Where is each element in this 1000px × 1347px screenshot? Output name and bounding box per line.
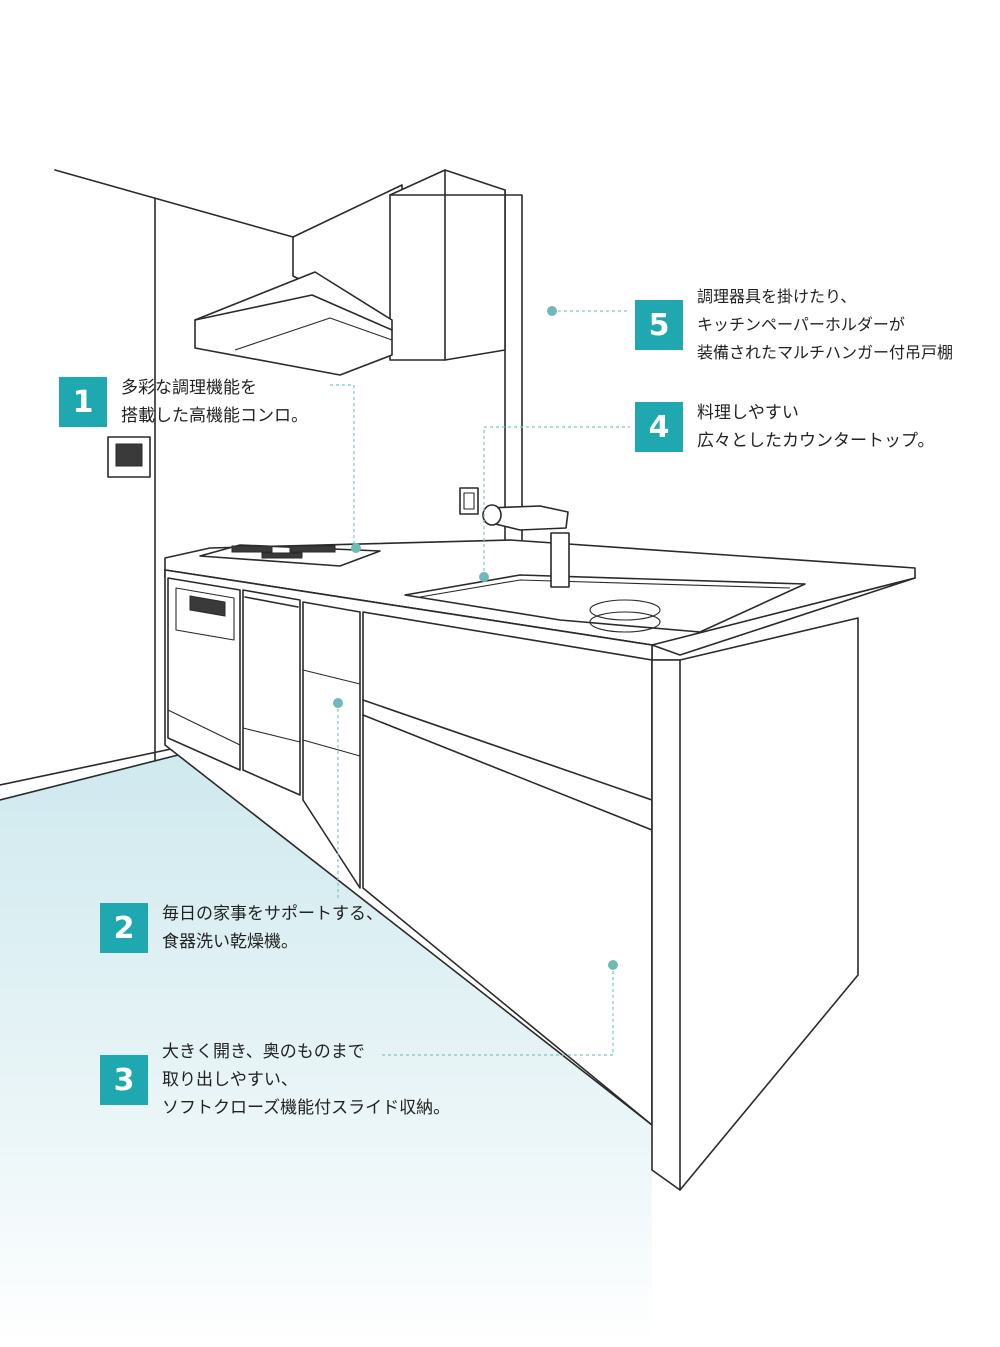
callout-line: 多彩な調理機能を xyxy=(121,378,257,398)
callout-text: 毎日の家事をサポートする、 食器洗い乾燥機。 xyxy=(162,900,383,956)
callout-line: 取り出しやすい、 xyxy=(162,1070,298,1090)
callout-number-badge: 4 xyxy=(635,402,683,452)
callout-line: キッチンペーパーホルダーが xyxy=(697,315,905,334)
callout-line: 大きく開き、奥のものまで xyxy=(162,1042,365,1062)
callout-number-badge: 2 xyxy=(100,903,148,953)
wall-control-panel xyxy=(107,436,151,478)
callout-1: 1 多彩な調理機能を 搭載した高機能コンロ。 xyxy=(59,374,308,430)
callout-4: 4 料理しやすい 広々としたカウンタートップ。 xyxy=(635,399,935,455)
range-hood xyxy=(194,169,506,376)
callout-text: 大きく開き、奥のものまで 取り出しやすい、 ソフトクローズ機能付スライド収納。 xyxy=(162,1038,450,1122)
callout-3: 3 大きく開き、奥のものまで 取り出しやすい、 ソフトクローズ機能付スライド収納… xyxy=(100,1038,450,1122)
floor-edge xyxy=(0,744,191,786)
callout-line: 広々としたカウンタートップ。 xyxy=(697,431,935,451)
sink xyxy=(404,574,806,633)
callout-line: 搭載した高機能コンロ。 xyxy=(121,406,308,426)
callout-text: 多彩な調理機能を 搭載した高機能コンロ。 xyxy=(121,374,308,430)
callout-text: 料理しやすい 広々としたカウンタートップ。 xyxy=(697,399,935,455)
callout-line: ソフトクローズ機能付スライド収納。 xyxy=(162,1098,451,1118)
callout-5: 5 調理器具を掛けたり、 キッチンペーパーホルダーが 装備されたマルチハンガー付… xyxy=(635,283,953,367)
callout-number-badge: 1 xyxy=(59,377,107,427)
callout-line: 毎日の家事をサポートする、 xyxy=(162,904,383,924)
base-cabinets xyxy=(164,569,859,1191)
floor xyxy=(0,752,652,1343)
wall-outlet xyxy=(459,487,479,515)
callout-line: 食器洗い乾燥機。 xyxy=(162,932,298,952)
cooktop xyxy=(199,544,381,567)
leader-lines xyxy=(330,306,630,1056)
faucet xyxy=(482,504,570,588)
callout-number-badge: 5 xyxy=(635,300,683,350)
callout-line: 料理しやすい xyxy=(697,403,799,423)
callout-2: 2 毎日の家事をサポートする、 食器洗い乾燥機。 xyxy=(100,900,383,956)
callout-line: 調理器具を掛けたり、 xyxy=(697,287,857,306)
callout-number-badge: 3 xyxy=(100,1055,148,1105)
callout-text: 調理器具を掛けたり、 キッチンペーパーホルダーが 装備されたマルチハンガー付吊戸… xyxy=(697,283,953,367)
callout-line: 装備されたマルチハンガー付吊戸棚 xyxy=(697,343,954,362)
